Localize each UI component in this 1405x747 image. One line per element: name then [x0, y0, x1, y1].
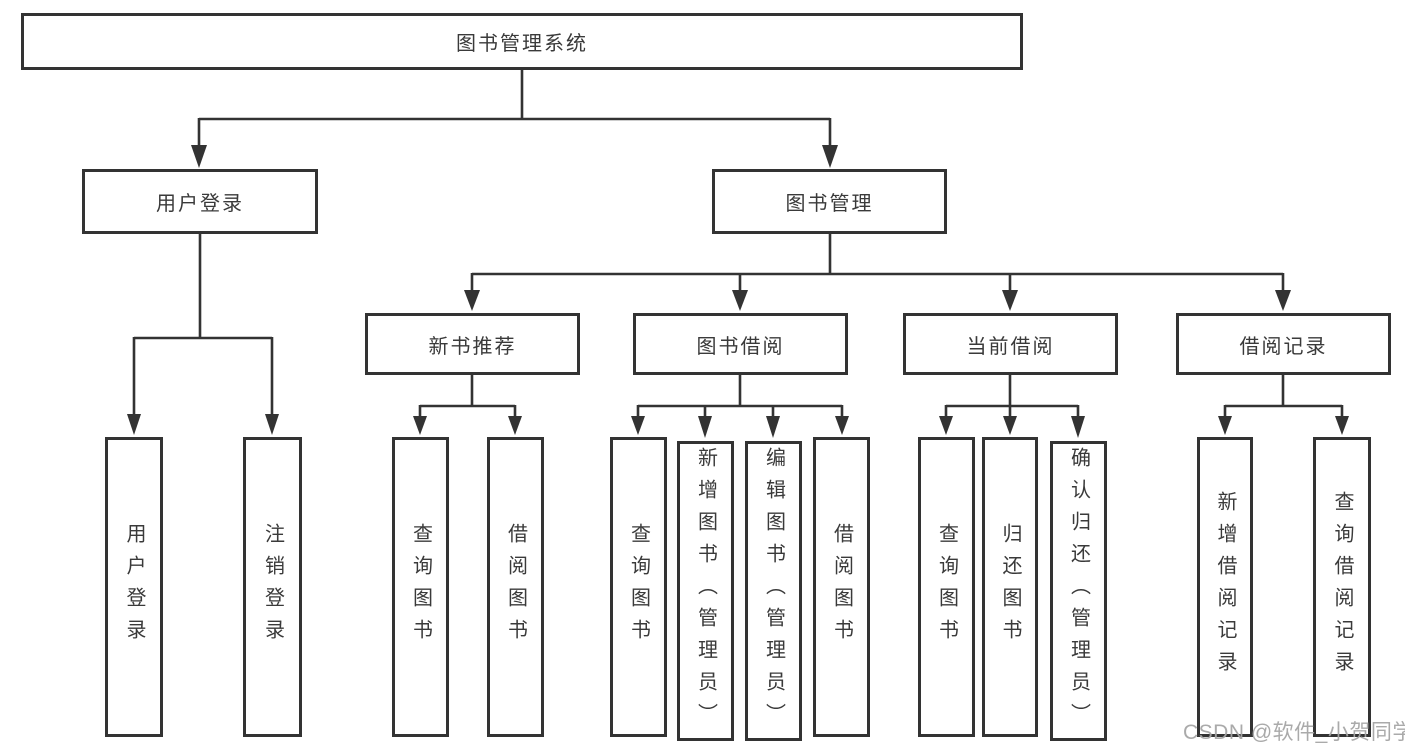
edge-current-borrow-split	[944, 373, 1080, 418]
leaf-return-books: 归还图书	[982, 437, 1038, 737]
arrowhead-to-book-borrow	[732, 290, 748, 311]
leaf-user-login: 用户登录	[105, 437, 163, 737]
arrowhead-leaf	[1335, 416, 1349, 435]
arrowhead-to-book-manage	[822, 145, 838, 168]
leaf-query-books-2: 查询图书	[610, 437, 667, 737]
node-user-login: 用户登录	[82, 169, 318, 234]
arrowhead-to-current-borrow	[1002, 290, 1018, 311]
arrowhead-to-new-book	[464, 290, 480, 311]
leaf-confirm-return-admin: 确认归还（管理员）	[1050, 441, 1107, 741]
arrowhead-to-user-login	[191, 145, 207, 168]
arrowhead-leaf	[413, 416, 427, 435]
arrowhead-leaf	[766, 416, 780, 438]
leaf-confirm-return-admin-label: 确认归还（管理员）	[1067, 447, 1090, 735]
node-new-book-recommend-label: 新书推荐	[428, 335, 517, 358]
arrowhead-leaf	[1071, 416, 1085, 438]
node-root-label: 图书管理系统	[456, 33, 588, 55]
leaf-query-books-3-label: 查询图书	[935, 523, 958, 651]
arrowhead-leaf	[631, 416, 645, 435]
edge-book-manage-split	[470, 232, 1285, 291]
edge-borrow-records-split	[1223, 373, 1344, 418]
node-book-manage-label: 图书管理	[785, 193, 874, 215]
node-user-login-label: 用户登录	[156, 193, 244, 215]
edge-root-split	[197, 68, 832, 146]
edge-new-book-split	[418, 373, 517, 418]
arrowhead-to-leaf-logout	[265, 414, 279, 435]
leaf-query-borrow-record-label: 查询借阅记录	[1331, 491, 1353, 683]
leaf-add-books-admin-label: 新增图书（管理员）	[694, 447, 717, 735]
edge-user-login-split	[132, 232, 274, 417]
arrowhead-leaf	[698, 416, 712, 438]
arrowhead-leaf	[508, 416, 522, 435]
leaf-return-books-label: 归还图书	[999, 523, 1021, 651]
leaf-edit-books-admin-label: 编辑图书（管理员）	[762, 447, 785, 735]
leaf-add-books-admin: 新增图书（管理员）	[677, 441, 734, 741]
edge-book-borrow-split	[636, 373, 844, 418]
leaf-add-borrow-record-label: 新增借阅记录	[1214, 491, 1236, 683]
arrowhead-to-leaf-login	[127, 414, 141, 435]
leaf-query-books-1-label: 查询图书	[409, 523, 432, 651]
arrowhead-leaf	[1003, 416, 1017, 435]
leaf-borrow-books-1-label: 借阅图书	[504, 523, 527, 651]
leaf-user-login-label: 用户登录	[123, 523, 145, 651]
node-current-borrow: 当前借阅	[903, 313, 1118, 375]
arrowhead-leaf	[1218, 416, 1232, 435]
leaf-edit-books-admin: 编辑图书（管理员）	[745, 441, 802, 741]
node-book-borrow-label: 图书借阅	[696, 335, 785, 358]
leaf-query-borrow-record: 查询借阅记录	[1313, 437, 1371, 737]
node-root-system: 图书管理系统	[21, 13, 1023, 70]
arrowhead-to-borrow-records	[1275, 290, 1291, 311]
leaf-query-books-1: 查询图书	[392, 437, 449, 737]
arrowhead-leaf	[835, 416, 849, 435]
node-book-borrow: 图书借阅	[633, 313, 848, 375]
node-book-manage: 图书管理	[712, 169, 947, 234]
leaf-query-books-3: 查询图书	[918, 437, 975, 737]
csdn-watermark: CSDN @软件_小贺同学	[1183, 721, 1405, 744]
arrowhead-leaf	[939, 416, 953, 435]
leaf-borrow-books-2: 借阅图书	[813, 437, 870, 737]
leaf-add-borrow-record: 新增借阅记录	[1197, 437, 1253, 737]
node-new-book-recommend: 新书推荐	[365, 313, 580, 375]
node-borrow-records-label: 借阅记录	[1239, 335, 1328, 358]
leaf-logout: 注销登录	[243, 437, 302, 737]
node-borrow-records: 借阅记录	[1176, 313, 1391, 375]
node-current-borrow-label: 当前借阅	[966, 335, 1055, 358]
leaf-borrow-books-1: 借阅图书	[487, 437, 544, 737]
leaf-query-books-2-label: 查询图书	[627, 523, 650, 651]
leaf-borrow-books-2-label: 借阅图书	[830, 523, 853, 651]
leaf-logout-label: 注销登录	[261, 523, 284, 651]
